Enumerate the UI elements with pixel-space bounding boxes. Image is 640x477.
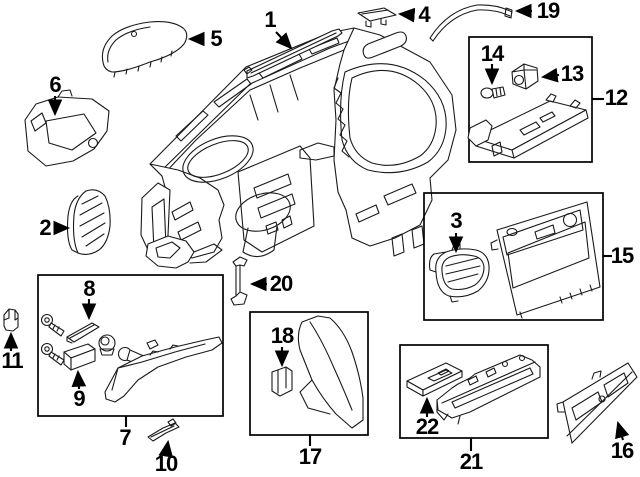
part-8-9-7-drawing	[40, 313, 223, 403]
arrow-16	[615, 420, 630, 441]
part-10-drawing	[147, 418, 180, 442]
callout-13: 13	[560, 61, 585, 86]
callout-22: 22	[415, 414, 440, 439]
instrument-panel-frame-drawing	[140, 27, 457, 269]
part-19-drawing	[429, 4, 513, 42]
part-2-drawing	[66, 189, 111, 256]
callout-19: 19	[536, 0, 561, 23]
arrow-13	[540, 67, 560, 83]
arrow-1	[275, 31, 293, 50]
part-3-15-drawing	[428, 201, 601, 319]
arrow-9	[71, 369, 87, 390]
callout-16: 16	[610, 438, 635, 463]
callout-2: 2	[39, 215, 51, 240]
callout-3: 3	[450, 208, 462, 233]
part-6-drawing	[24, 89, 110, 167]
callout-8: 8	[83, 276, 95, 301]
callout-arrows	[3, 3, 630, 458]
part-1-drawing	[243, 28, 343, 79]
part-21-22-drawing	[406, 354, 541, 425]
callout-21: 21	[459, 449, 484, 474]
callout-1: 1	[264, 7, 276, 32]
callout-11: 11	[1, 348, 23, 373]
callout-6: 6	[49, 72, 61, 97]
callout-10: 10	[154, 451, 179, 476]
callout-17: 17	[298, 444, 323, 469]
arrow-4	[397, 7, 416, 23]
callout-14: 14	[480, 41, 505, 66]
part-11-drawing	[3, 308, 19, 332]
callout-9: 9	[73, 386, 85, 411]
callout-4: 4	[418, 2, 430, 27]
group-box-21	[399, 344, 549, 439]
arrow-10	[158, 439, 174, 458]
group-box-7	[37, 274, 224, 417]
callout-15: 15	[610, 243, 635, 268]
callout-7: 7	[119, 425, 131, 450]
part-4-drawing	[357, 7, 397, 28]
part-5-drawing	[101, 21, 188, 78]
callout-20: 20	[269, 271, 294, 296]
part-12-13-14-drawing	[467, 63, 589, 159]
callout-5: 5	[210, 26, 222, 51]
part-20-drawing	[230, 256, 248, 306]
part-17-18-drawing	[271, 315, 364, 429]
part-16-drawing	[556, 362, 638, 444]
callout-18: 18	[270, 323, 295, 348]
callout-12: 12	[604, 85, 629, 110]
